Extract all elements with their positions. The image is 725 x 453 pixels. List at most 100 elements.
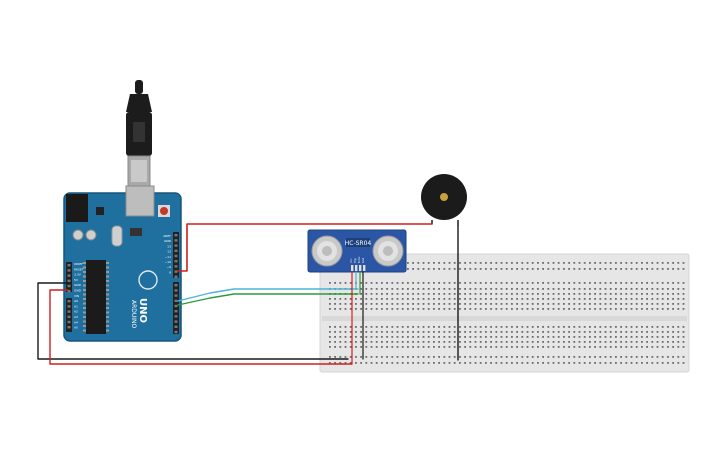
breadboard-hole xyxy=(646,268,648,270)
breadboard-hole xyxy=(334,331,336,333)
breadboard-hole xyxy=(370,341,373,343)
breadboard-hole xyxy=(511,288,513,290)
breadboard-hole xyxy=(370,362,373,364)
breadboard-hole xyxy=(417,298,420,300)
breadboard-hole xyxy=(635,268,638,270)
breadboard-hole xyxy=(630,293,633,295)
breadboard-hole xyxy=(646,298,648,300)
breadboard-hole xyxy=(630,341,633,343)
header-pin xyxy=(174,260,178,263)
breadboard-hole xyxy=(672,293,674,295)
breadboard-hole xyxy=(552,308,555,310)
arduino-uno-board[interactable]: ARDUINO UNO IOREFRESET3.3V5VGNDGNDVINA0A… xyxy=(63,185,182,342)
breadboard-hole xyxy=(453,268,456,270)
breadboard-hole xyxy=(391,362,394,364)
breadboard-hole xyxy=(500,356,503,358)
breadboard-hole xyxy=(443,293,446,295)
header-pin xyxy=(174,244,178,247)
breadboard-hole xyxy=(516,282,518,284)
breadboard[interactable] xyxy=(319,253,690,373)
header-pin xyxy=(67,320,71,324)
breadboard-hole xyxy=(578,356,581,358)
arduino-model-text: UNO xyxy=(137,298,148,323)
breadboard-hole xyxy=(469,326,472,328)
breadboard-hole xyxy=(365,308,368,310)
breadboard-hole xyxy=(448,326,451,328)
breadboard-hole xyxy=(589,293,591,295)
breadboard-hole xyxy=(563,341,565,343)
wire-ground-black[interactable] xyxy=(37,282,349,360)
breadboard-hole xyxy=(485,356,487,358)
breadboard-hole xyxy=(396,356,399,358)
breadboard-hole xyxy=(438,298,440,300)
chip-pin xyxy=(106,293,109,296)
breadboard-hole xyxy=(459,308,461,310)
breadboard-hole xyxy=(360,362,362,364)
breadboard-hole xyxy=(677,298,680,300)
breadboard-hole xyxy=(511,346,513,348)
breadboard-hole xyxy=(433,326,435,328)
breadboard-hole xyxy=(521,298,524,300)
breadboard-hole xyxy=(625,341,628,343)
breadboard-hole xyxy=(656,362,659,364)
breadboard-hole xyxy=(620,262,622,264)
breadboard-hole xyxy=(599,268,602,270)
breadboard-hole xyxy=(459,293,461,295)
breadboard-hole xyxy=(641,336,643,338)
breadboard-hole xyxy=(474,356,477,358)
breadboard-hole xyxy=(375,326,378,328)
breadboard-hole xyxy=(334,346,336,348)
breadboard-hole xyxy=(583,298,586,300)
breadboard-hole xyxy=(453,356,456,358)
breadboard-hole xyxy=(495,282,498,284)
breadboard-hole xyxy=(583,336,586,338)
breadboard-hole xyxy=(391,336,394,338)
breadboard-hole xyxy=(563,356,565,358)
wire-power-red[interactable] xyxy=(49,289,353,365)
breadboard-hole xyxy=(417,308,420,310)
breadboard-hole xyxy=(360,293,362,295)
breadboard-hole xyxy=(443,282,446,284)
breadboard-hole xyxy=(537,282,539,284)
chip-pin xyxy=(106,316,109,318)
breadboard-hole xyxy=(464,268,466,270)
usb-cable[interactable] xyxy=(126,80,152,187)
breadboard-hole xyxy=(505,336,508,338)
breadboard-hole xyxy=(630,298,633,300)
wire-5v-red[interactable] xyxy=(177,223,433,272)
breadboard-hole xyxy=(511,282,513,284)
wire-echo-green[interactable] xyxy=(177,293,359,306)
breadboard-hole xyxy=(682,346,685,348)
breadboard-hole xyxy=(511,336,513,338)
breadboard-hole xyxy=(521,303,524,305)
breadboard-hole xyxy=(526,308,529,310)
breadboard-hole xyxy=(615,326,617,328)
breadboard-hole xyxy=(381,303,383,305)
breadboard-hole xyxy=(433,288,435,290)
breadboard-hole xyxy=(641,262,643,264)
breadboard-hole xyxy=(438,356,440,358)
breadboard-hole xyxy=(386,346,388,348)
breadboard-hole xyxy=(505,331,508,333)
piezo-buzzer[interactable] xyxy=(421,174,467,226)
breadboard-hole xyxy=(459,341,461,343)
breadboard-hole xyxy=(438,346,440,348)
breadboard-hole xyxy=(500,341,503,343)
arduino-top-pin-label: ~11 xyxy=(165,255,171,259)
breadboard-hole xyxy=(594,268,596,270)
breadboard-hole xyxy=(682,298,685,300)
wire-trig-blue[interactable] xyxy=(177,288,359,302)
breadboard-hole xyxy=(656,341,659,343)
breadboard-hole xyxy=(630,262,633,264)
breadboard-hole xyxy=(547,331,550,333)
breadboard-hole xyxy=(620,356,622,358)
breadboard-hole xyxy=(438,288,440,290)
breadboard-hole xyxy=(557,268,560,270)
breadboard-hole xyxy=(531,326,534,328)
breadboard-hole xyxy=(448,298,451,300)
breadboard-hole xyxy=(547,362,550,364)
breadboard-hole xyxy=(355,303,357,305)
breadboard-hole xyxy=(651,326,654,328)
breadboard-hole xyxy=(594,331,596,333)
